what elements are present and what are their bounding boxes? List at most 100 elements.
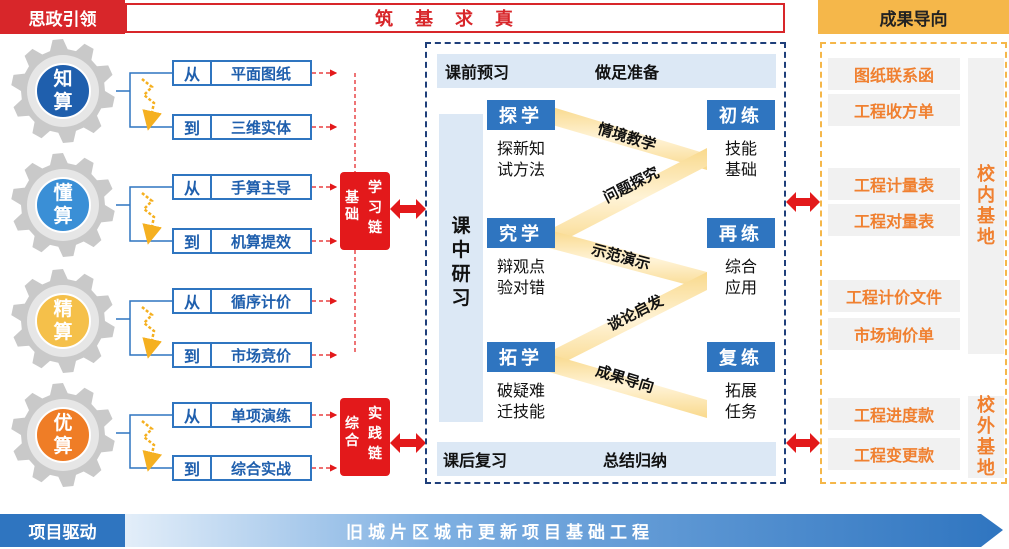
to-value: 三维实体 <box>230 118 291 137</box>
learn-label-1: 探学 <box>487 100 555 130</box>
to-value: 综合实战 <box>230 459 291 478</box>
inner-item-6: 市场询价单 <box>828 318 960 350</box>
gear-label-bottom: 算 <box>53 435 73 457</box>
inner-item-1: 图纸联系函 <box>828 58 960 90</box>
to-label: 到 <box>174 344 212 366</box>
practice-chain-left: 综合 <box>345 416 359 449</box>
learn-desc-line2: 试方法 <box>496 160 545 179</box>
post-class-value: 总结归纳 <box>603 451 668 470</box>
from-value: 单项演练 <box>230 406 291 425</box>
gear-label-top: 精 <box>53 298 73 320</box>
outer-item-1: 工程进度款 <box>828 398 960 430</box>
from-box-2: 从手算主导 <box>172 174 312 200</box>
method-bands <box>549 106 707 418</box>
inner-item-5: 工程计价文件 <box>828 280 960 312</box>
from-box-1: 从平面图纸 <box>172 60 312 86</box>
pre-class-value: 做足准备 <box>595 63 660 82</box>
gear-4: 优算 <box>10 382 116 488</box>
mid-class-bar <box>439 114 483 422</box>
learn-label-2: 究学 <box>487 218 555 248</box>
practice-desc-line1: 拓展 <box>724 381 757 400</box>
learn-desc-line1: 探新知 <box>496 139 545 158</box>
learn-desc-2: 辩观点验对错 <box>489 256 553 298</box>
gear-icon <box>11 39 115 143</box>
from-value: 平面图纸 <box>230 64 291 83</box>
outer-item-2: 工程变更款 <box>828 438 960 470</box>
inner-item-3: 工程计量表 <box>828 168 960 200</box>
results-panel: 图纸联系函工程收方单工程计量表工程对量表工程计价文件市场询价单工程进度款工程变更… <box>820 42 1007 484</box>
learn-desc-line2: 验对错 <box>496 278 545 297</box>
practice-desc-line2: 应用 <box>724 278 757 297</box>
header-right-tag: 成果导向 <box>818 0 1009 34</box>
to-label: 到 <box>174 230 212 252</box>
double-arrow-learning <box>390 199 426 219</box>
from-value: 循序计价 <box>230 292 291 311</box>
pre-class-strip: 课前预习 做足准备 <box>437 54 776 88</box>
inner-item-2: 工程收方单 <box>828 94 960 126</box>
gear-2: 懂算 <box>10 152 116 258</box>
gear-label-bottom: 算 <box>53 205 73 227</box>
from-label: 从 <box>174 290 212 312</box>
learn-desc-1: 探新知试方法 <box>489 138 553 180</box>
to-box-3: 到市场竞价 <box>172 342 312 368</box>
double-arrow-practice <box>390 433 426 453</box>
learn-desc-line1: 辩观点 <box>496 257 545 276</box>
practice-desc-line2: 任务 <box>724 402 757 421</box>
outer-base-label-box: 校外基地 <box>968 395 1004 479</box>
post-class-label: 课后复习 <box>443 451 508 470</box>
practice-desc-line1: 技能 <box>724 139 757 158</box>
gear-1: 知算 <box>10 38 116 144</box>
learning-chain-left: 基础 <box>345 190 359 223</box>
center-panel: 课前预习 做足准备 课中研习 探学探新知试方法究学辩观点验对错拓学破疑难迁技能 初… <box>425 42 786 484</box>
gear-label-bottom: 算 <box>53 91 73 113</box>
practice-desc-line1: 综合 <box>724 257 757 276</box>
outer-base-label: 校外基地 <box>977 395 995 479</box>
footer-left-tag: 项目驱动 <box>0 514 125 547</box>
gear-label-top: 知 <box>53 68 73 90</box>
gear-label-top: 优 <box>53 412 73 434</box>
from-label: 从 <box>174 176 212 198</box>
learn-label-3: 拓学 <box>487 342 555 372</box>
gear-label-top: 懂 <box>53 182 73 204</box>
post-class-strip: 课后复习 总结归纳 <box>437 442 776 476</box>
gear-icon <box>11 269 115 373</box>
gear-icon <box>11 153 115 257</box>
to-box-4: 到综合实战 <box>172 455 312 481</box>
learning-chain-right: 学习链 <box>368 180 382 236</box>
double-arrow-right-inner <box>786 192 820 212</box>
from-box-3: 从循序计价 <box>172 288 312 314</box>
to-box-1: 到三维实体 <box>172 114 312 140</box>
gear-3: 精算 <box>10 268 116 374</box>
gear-label-bottom: 算 <box>53 321 73 343</box>
practice-desc-line2: 基础 <box>724 160 757 179</box>
practice-label-3: 复练 <box>707 342 775 372</box>
mid-class-label: 课中研习 <box>451 215 471 309</box>
learn-desc-line2: 迁技能 <box>496 402 545 421</box>
left-connectors <box>116 69 356 476</box>
learn-desc-line1: 破疑难 <box>496 381 545 400</box>
practice-label-1: 初练 <box>707 100 775 130</box>
practice-label-2: 再练 <box>707 218 775 248</box>
to-value: 市场竞价 <box>230 346 291 365</box>
header-left-tag: 思政引领 <box>0 0 125 34</box>
header-title: 筑基求真 <box>125 3 785 33</box>
learn-desc-3: 破疑难迁技能 <box>489 380 553 422</box>
from-box-4: 从单项演练 <box>172 402 312 428</box>
practice-chain-box: 综合 实践链 <box>340 398 390 476</box>
from-label: 从 <box>174 404 212 426</box>
to-label: 到 <box>174 116 212 138</box>
inner-base-label-box: 校内基地 <box>968 58 1004 354</box>
learning-chain-box: 基础 学习链 <box>340 172 390 250</box>
practice-chain-right: 实践链 <box>368 406 382 462</box>
from-label: 从 <box>174 62 212 84</box>
gear-icon <box>11 383 115 487</box>
to-value: 机算提效 <box>230 232 291 251</box>
practice-desc-1: 技能基础 <box>709 138 773 180</box>
pre-class-label: 课前预习 <box>445 63 510 82</box>
double-arrow-right-outer <box>786 433 820 453</box>
practice-desc-3: 拓展任务 <box>709 380 773 422</box>
inner-base-label: 校内基地 <box>977 164 995 248</box>
practice-desc-2: 综合应用 <box>709 256 773 298</box>
to-label: 到 <box>174 457 212 479</box>
from-value: 手算主导 <box>230 178 291 197</box>
